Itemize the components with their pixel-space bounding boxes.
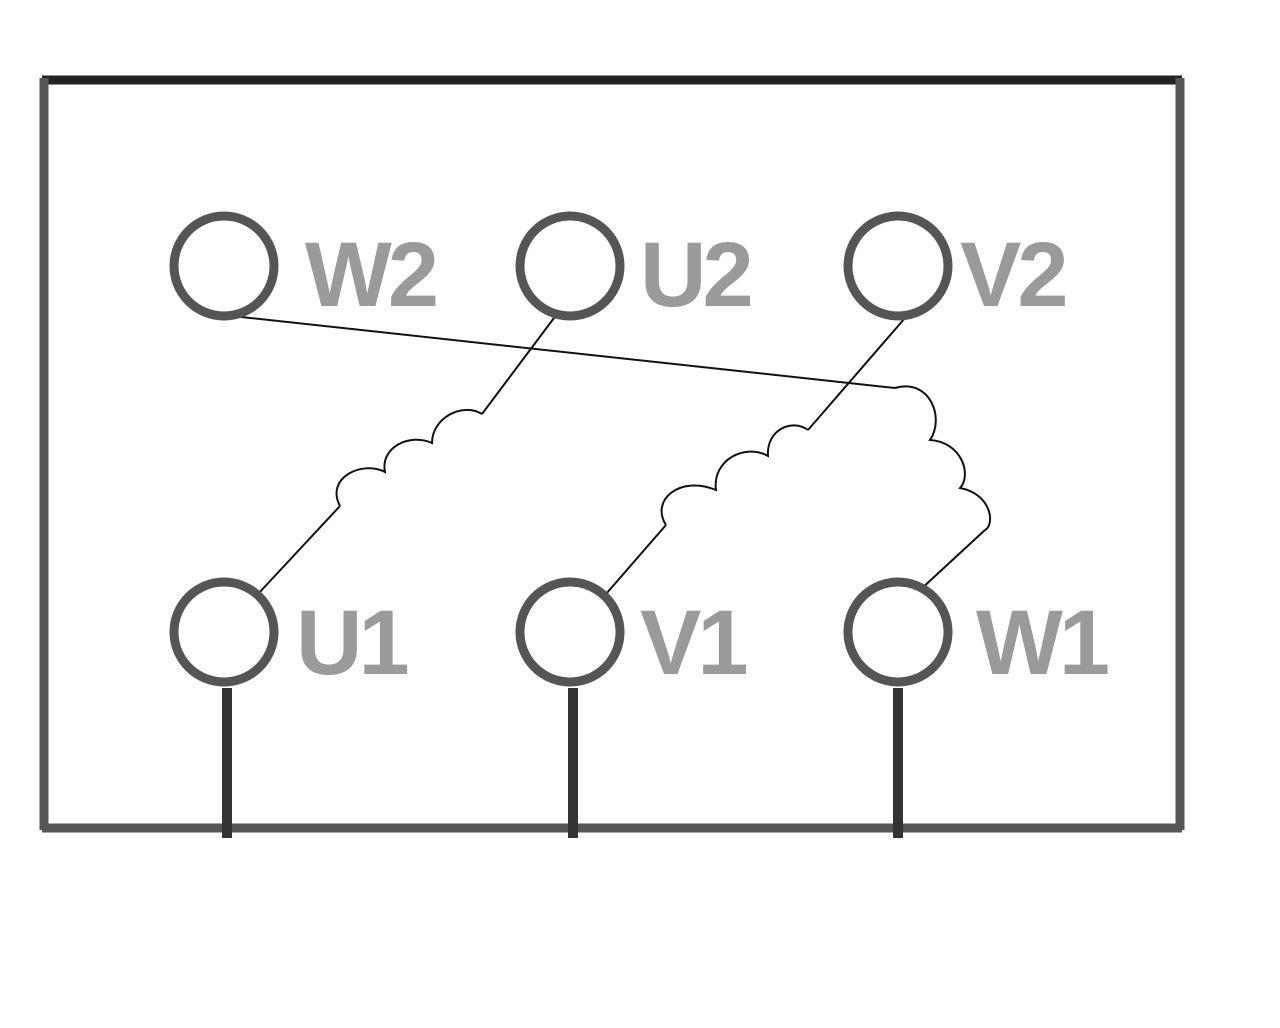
- terminal-u2: U2: [515, 211, 754, 326]
- winding-v-lead-top: [807, 317, 906, 431]
- terminal-u1-label: U1: [296, 592, 407, 694]
- winding-u-coil: [335, 409, 483, 507]
- terminal-v2: V2: [843, 211, 1069, 326]
- terminal-v1-ring: [515, 577, 625, 687]
- terminal-w1-ring: [843, 577, 953, 687]
- terminal-u1-ring: [169, 577, 279, 687]
- terminal-v2-ring: [843, 211, 953, 321]
- terminal-w2-label: W2: [305, 224, 436, 326]
- winding-u-lead-top: [481, 313, 558, 415]
- terminal-w2: W2: [169, 211, 440, 326]
- winding-w-lead-bottom: [919, 529, 986, 591]
- winding-v-coil: [660, 424, 809, 526]
- terminal-u2-ring: [515, 211, 625, 321]
- terminal-w2-ring: [169, 211, 279, 321]
- winding-u: [257, 313, 558, 595]
- terminal-v2-label: V2: [960, 224, 1065, 326]
- terminal-u2-label: U2: [640, 224, 750, 326]
- terminal-w1: W1: [843, 577, 1112, 694]
- terminal-v1: V1: [515, 577, 750, 694]
- winding-w-lead-top: [231, 315, 896, 389]
- terminal-box: [39, 75, 1185, 833]
- terminal-w1-label: W1: [976, 592, 1108, 694]
- terminal-v1-label: V1: [640, 592, 746, 694]
- winding-u-lead-bottom: [257, 505, 341, 595]
- supply-leads: [222, 688, 903, 838]
- terminal-u1: U1: [169, 577, 411, 694]
- winding-v-lead-bottom: [605, 524, 667, 595]
- winding-w: [231, 315, 992, 591]
- winding-w-coil: [894, 385, 992, 531]
- winding-v: [605, 317, 906, 595]
